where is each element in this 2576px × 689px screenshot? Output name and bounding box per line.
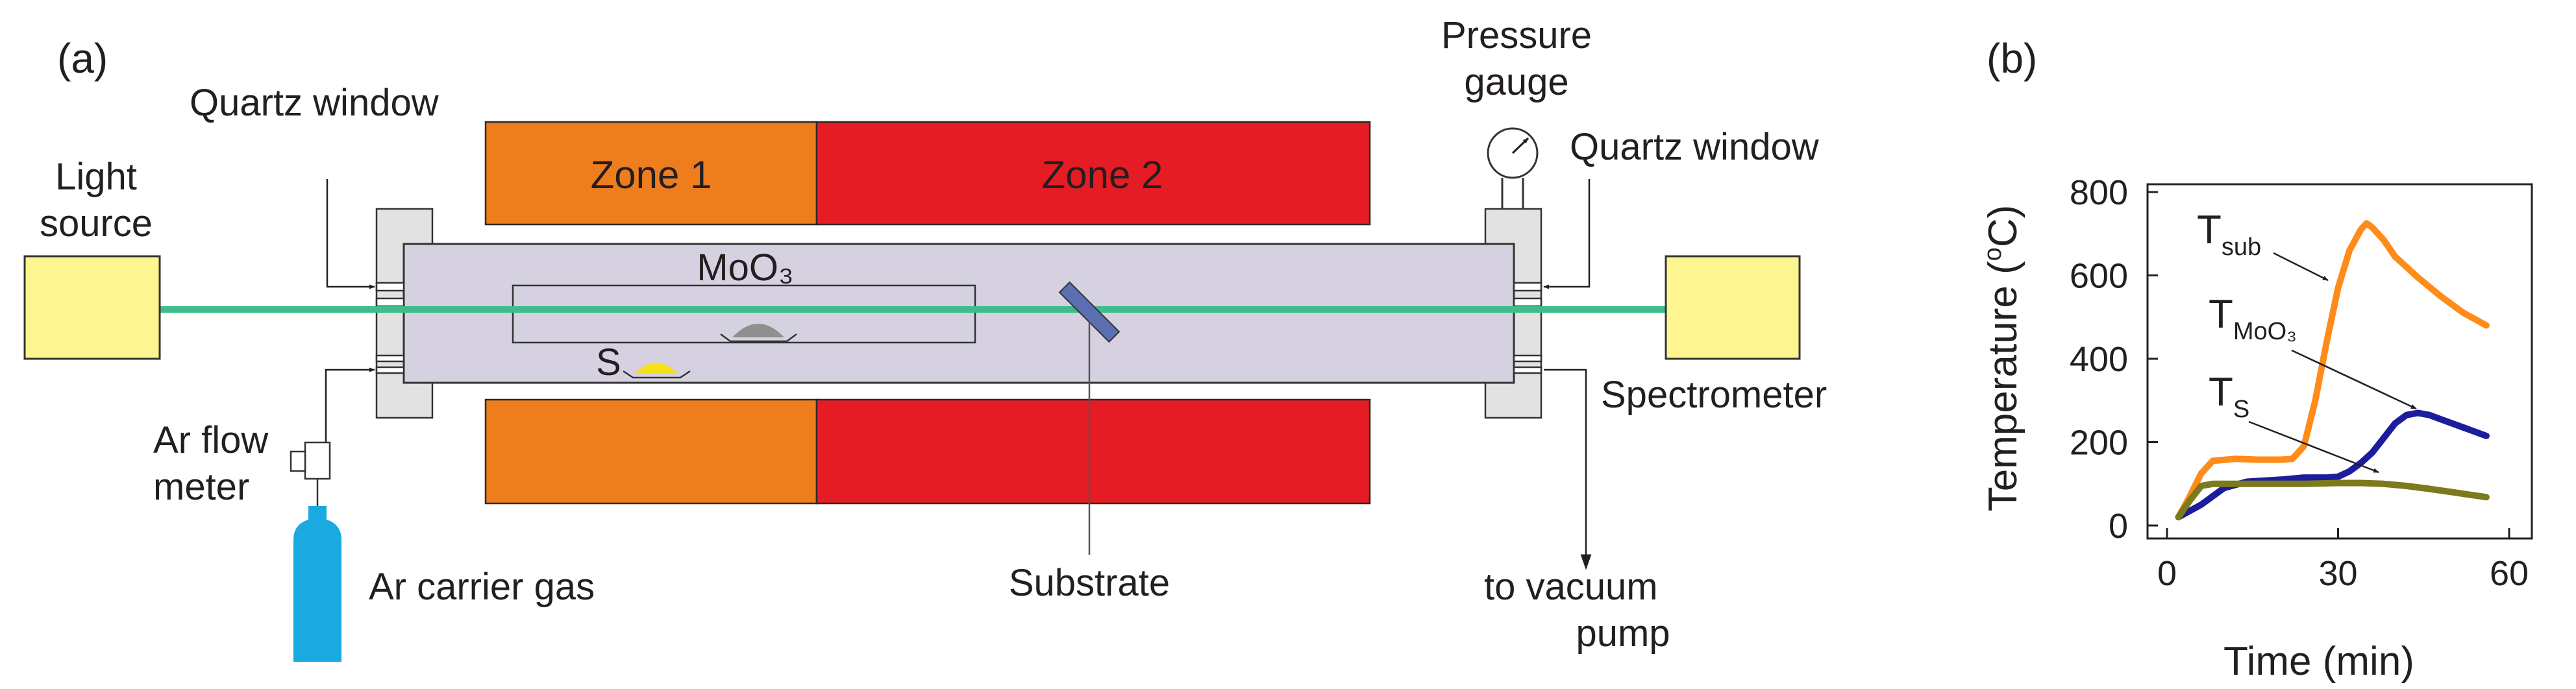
series-line-t-sub [2175, 220, 2490, 521]
series-label-t-s: TS [2209, 370, 2249, 423]
moo3-boat-holder [512, 284, 976, 344]
quartz-window-right-label: Quartz window [1570, 126, 1820, 168]
zone-1-label: Zone 1 [591, 153, 712, 197]
moo3-powder [720, 324, 797, 343]
vacuum-pump-label-2: pump [1576, 612, 1670, 655]
series-label-t-moo3: TMoO₃ [2209, 292, 2297, 345]
plot-frame [2146, 183, 2533, 540]
sulfur-powder [623, 363, 691, 379]
y-axis-title-end: C) [1981, 205, 2025, 247]
zone-1-bottom-heater [484, 398, 818, 505]
zone-2-label: Zone 2 [1042, 153, 1163, 197]
quartz-tube [402, 243, 1515, 384]
zone-1-top-heater [484, 121, 818, 226]
vacuum-pump-label-1: to vacuum [1484, 566, 1658, 608]
series-line-t-s [2175, 479, 2490, 521]
y-tick-label: 800 [2070, 173, 2128, 212]
spectrometer-label: Spectrometer [1601, 374, 1827, 416]
chart-ticks: 0 200 400 600 800 0 30 60 [2070, 173, 2529, 593]
ar-gas-cylinder-icon [293, 506, 341, 662]
y-tick-label: 200 [2070, 424, 2128, 463]
quartz-window-left-label: Quartz window [190, 82, 440, 124]
light-source-label-2: source [40, 202, 153, 245]
panel-b-label: (b) [1987, 35, 2037, 82]
ar-flow-meter-icon [290, 441, 331, 506]
sulfur-label: S [596, 341, 621, 383]
x-tick-label: 60 [2490, 554, 2529, 593]
zone-2-bottom-heater [815, 398, 1371, 505]
left-ports [375, 282, 405, 374]
moo3-label: MoO₃ [697, 247, 793, 289]
panel-a-label: (a) [57, 35, 108, 82]
x-axis-title: Time (min) [2223, 639, 2414, 684]
zone-2-top-heater [815, 121, 1371, 226]
series-line-t-moo3 [2175, 409, 2490, 521]
x-tick-label: 0 [2157, 554, 2177, 593]
x-tick-label: 30 [2318, 554, 2357, 593]
ar-flow-meter-label-1: Ar flow [153, 419, 269, 461]
spectrometer-box [1665, 255, 1801, 360]
y-axis-title-main: Temperature ( [1981, 261, 2025, 511]
ar-carrier-gas-label: Ar carrier gas [369, 566, 595, 608]
pressure-gauge-label-2: gauge [1464, 61, 1568, 103]
substrate [1058, 281, 1121, 343]
vacuum-exhaust-line [1544, 369, 1592, 570]
panel-a: (a) Zone 1 Zone 2 MoO₃ [23, 14, 1827, 662]
y-axis-degree-o: o [1979, 247, 2007, 261]
pressure-gauge-label-1: Pressure [1441, 14, 1592, 56]
y-tick-label: 0 [2109, 507, 2128, 546]
quartz-window-right-pointer [1543, 179, 1591, 289]
y-tick-label: 400 [2070, 340, 2128, 379]
substrate-label: Substrate [1009, 562, 1170, 604]
series-pointer-t-s [2248, 420, 2379, 474]
pressure-gauge-icon [1487, 127, 1539, 209]
quartz-window-left-pointer [326, 179, 375, 289]
series-pointer-t-sub [2273, 252, 2329, 282]
right-ports [1513, 282, 1542, 374]
light-source-box [23, 255, 161, 360]
series-label-t-sub: Tsub [2197, 208, 2261, 261]
ar-flow-meter-label-2: meter [153, 466, 249, 508]
y-tick-label: 600 [2070, 257, 2128, 296]
series-pointer-t-moo3 [2291, 349, 2417, 410]
y-axis-title: Temperature (oC) [1979, 205, 2025, 512]
chart-series [2175, 220, 2490, 521]
light-source-label-1: Light [55, 156, 137, 198]
gas-inlet-line [325, 367, 375, 479]
